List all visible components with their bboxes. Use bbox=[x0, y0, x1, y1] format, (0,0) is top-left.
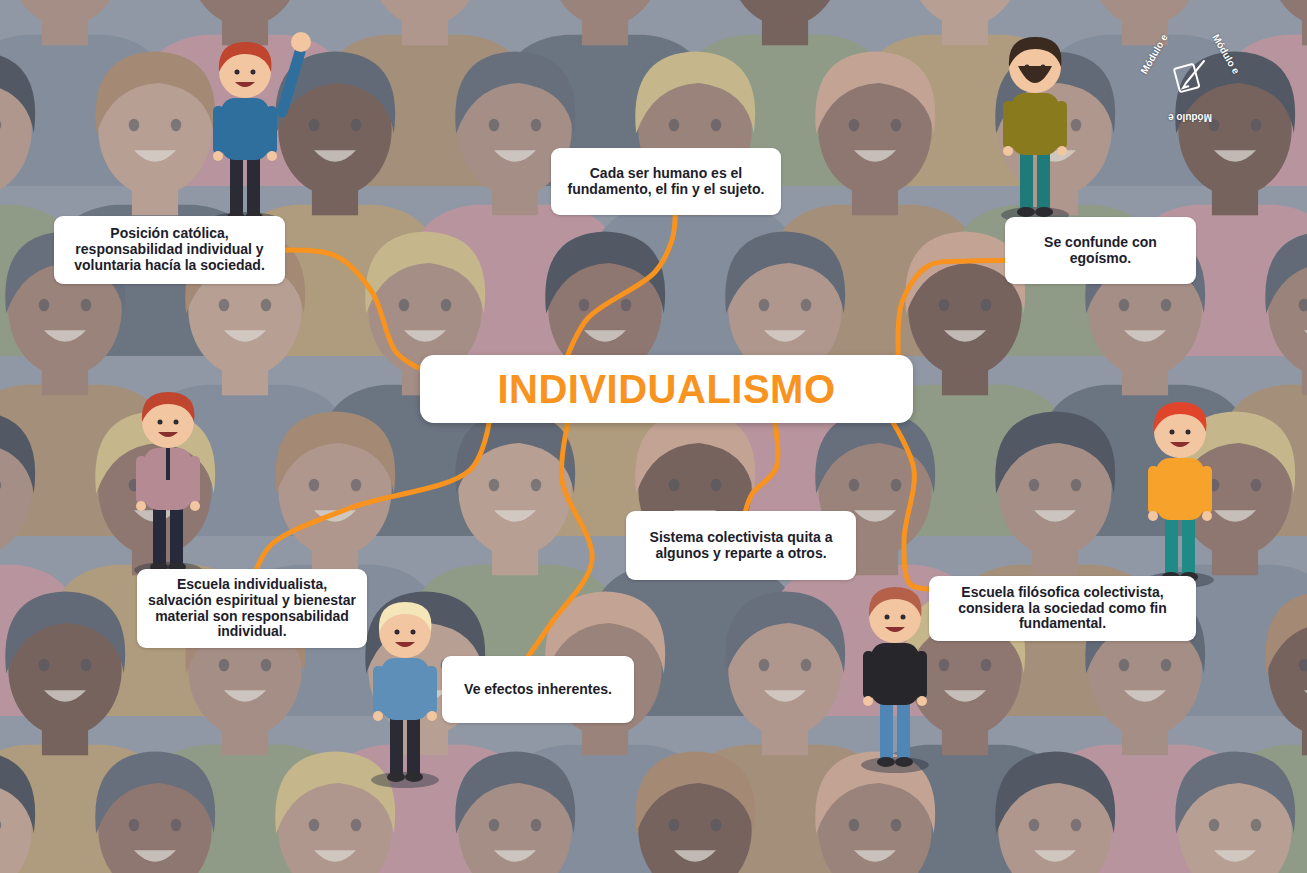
connector-line bbox=[528, 423, 592, 656]
idea-box: Se confunde con egoísmo. bbox=[1005, 217, 1196, 284]
idea-box: Escuela individualista, salvación espiri… bbox=[137, 569, 367, 648]
connector-line bbox=[285, 250, 420, 369]
central-concept-box: INDIVIDUALISMO bbox=[420, 355, 913, 423]
idea-box: Sistema colectivista quita a algunos y r… bbox=[626, 511, 856, 580]
idea-box: Cada ser humano es el fundamento, el fin… bbox=[551, 148, 781, 215]
watermark-text: Módulo e bbox=[1130, 19, 1177, 89]
connector-line bbox=[746, 423, 778, 511]
idea-text: Sistema colectivista quita a algunos y r… bbox=[636, 530, 846, 561]
idea-text: Se confunde con egoísmo. bbox=[1015, 235, 1186, 266]
connector-line bbox=[568, 215, 675, 355]
idea-text: Escuela individualista, salvación espiri… bbox=[147, 577, 357, 640]
idea-text: Cada ser humano es el fundamento, el fin… bbox=[561, 166, 771, 197]
idea-box: Ve efectos inherentes. bbox=[442, 656, 634, 723]
idea-text: Ve efectos inherentes. bbox=[464, 682, 612, 698]
connector-line bbox=[257, 423, 489, 569]
idea-text: Escuela filósofica colectivista, conside… bbox=[939, 585, 1186, 632]
idea-box: Posición católica, responsabilidad indiv… bbox=[54, 216, 285, 284]
idea-box: Escuela filósofica colectivista, conside… bbox=[929, 576, 1196, 641]
idea-text: Posición católica, responsabilidad indiv… bbox=[64, 226, 275, 273]
watermark-text: Módulo e bbox=[1203, 19, 1250, 89]
concept-title: INDIVIDUALISMO bbox=[497, 367, 835, 411]
connector-line bbox=[893, 423, 929, 589]
connector-line bbox=[898, 260, 1005, 355]
watermark-text: Módulo e bbox=[1153, 112, 1227, 123]
